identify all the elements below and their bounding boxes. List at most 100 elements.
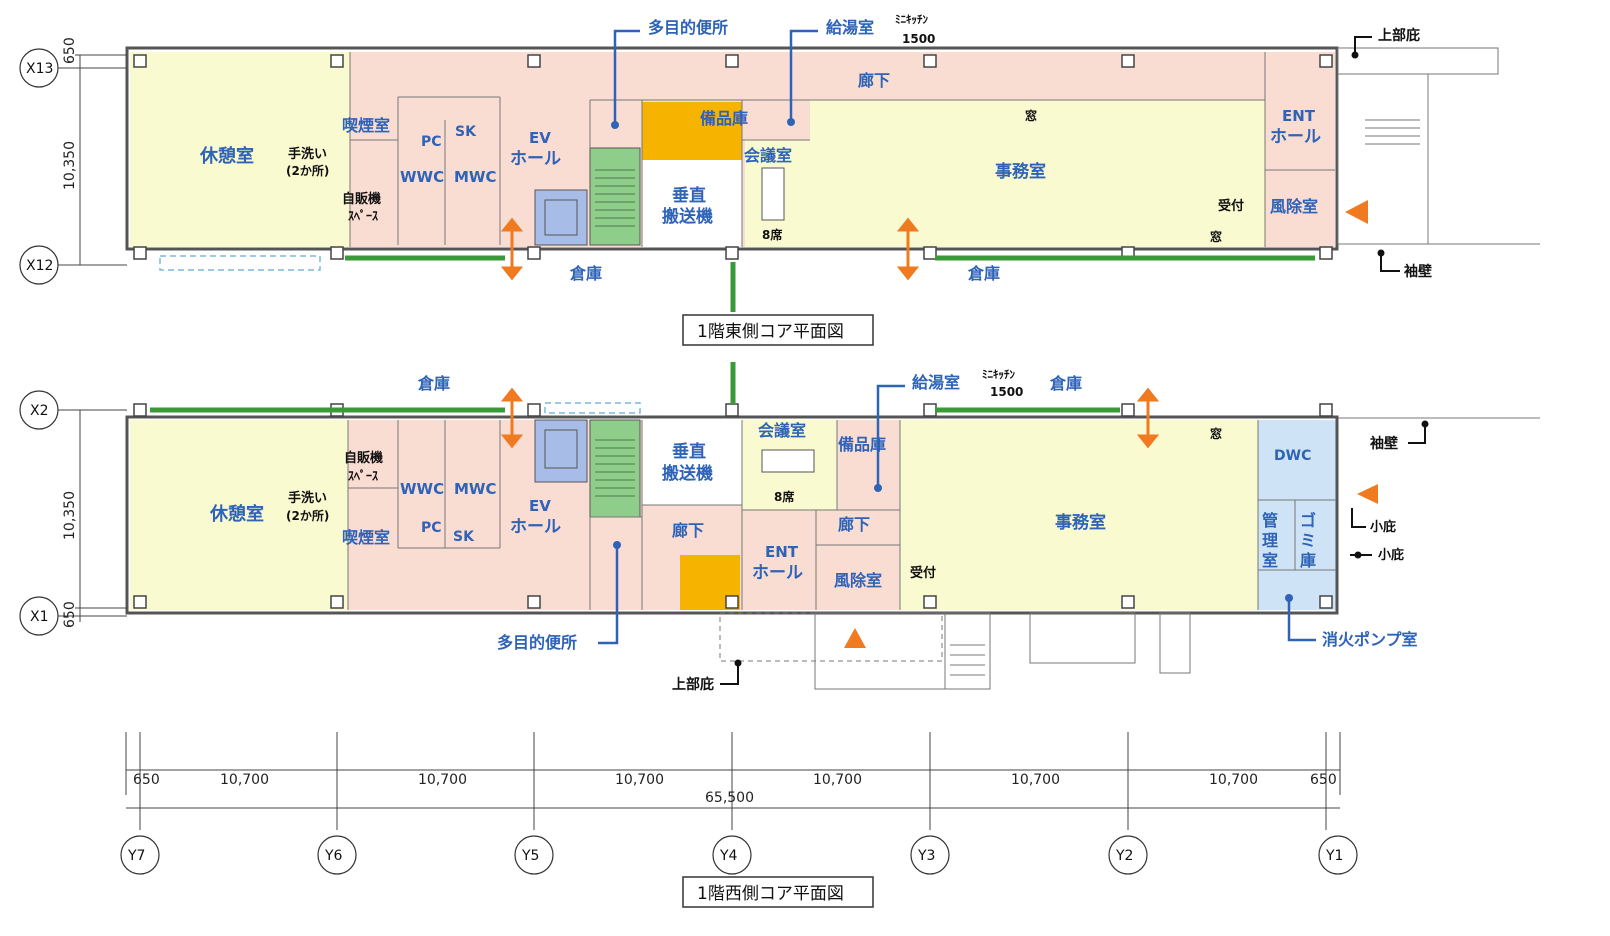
west-tamokuteki-callout: 多目的便所 — [497, 633, 577, 652]
east-ev-hall-label: ホール — [510, 149, 561, 169]
west-gomi-label-2: ミ — [1300, 531, 1316, 550]
west-kobisashi-dot-2 — [1354, 551, 1362, 559]
east-ev-car — [544, 199, 578, 236]
east-entrance-arrow-icon — [1345, 200, 1368, 224]
grid-bubble-y2 — [1108, 835, 1148, 875]
east-tearai-label: 手洗い — [288, 146, 327, 162]
west-roka-label-1: 廊下 — [672, 521, 704, 540]
dim-650-right: 650 — [1310, 772, 1337, 788]
west-jobu-dot — [734, 659, 742, 667]
east-jobu-callout: 上部庇 — [1378, 27, 1420, 44]
west-kyukei-label: 休憩室 — [209, 503, 264, 525]
west-entrance-arrow-icon — [844, 628, 866, 648]
west-jihanki-label: 自販機 — [344, 450, 383, 466]
east-kyukei-fill — [130, 52, 350, 247]
west-ev-hall-label: ホール — [510, 517, 561, 537]
east-wwc-label: WWC — [400, 168, 444, 186]
dim-span-2: 10,700 — [418, 772, 467, 788]
dim-span-1: 10,700 — [220, 772, 269, 788]
east-meeting-table — [761, 167, 785, 221]
west-ev-fill — [534, 419, 588, 483]
west-sk-label: SK — [453, 529, 475, 545]
dim-650-left: 650 — [133, 772, 160, 788]
west-suichoku-fill — [642, 420, 742, 505]
west-jobu-leader — [720, 663, 739, 685]
west-kanri-label-3: 室 — [1262, 551, 1278, 570]
west-caption: 1階西側コア平面図 — [697, 884, 844, 904]
west-sode-dot — [1421, 420, 1429, 428]
east-dashed-extension — [159, 255, 321, 271]
east-jihanki-label: 自販機 — [342, 191, 381, 207]
grid-bubble-x2 — [19, 390, 59, 430]
east-sode-leader — [1380, 253, 1400, 272]
grid-bubble-y3 — [910, 835, 950, 875]
grid-label-y3: Y3 — [917, 848, 935, 864]
east-ent-fill — [1265, 100, 1335, 247]
grid-bubble-y1 — [1318, 835, 1358, 875]
west-jobu-callout: 上部庇 — [672, 676, 714, 693]
east-bihin-label: 備品庫 — [700, 109, 748, 128]
west-caption-box — [682, 876, 874, 908]
west-core-plan: 倉庫 倉庫 休憩室 自販機 ｽﾍﾟｰｽ 手洗い (2か所) 喫煙室 WWC MW… — [125, 362, 1540, 908]
grid-lines: X13 X12 X2 X1 650 10,350 10,350 650 650 … — [19, 37, 1358, 875]
grid-label-y7: Y7 — [127, 848, 145, 864]
west-mini-label: ﾐﾆｷｯﾁﾝ — [982, 368, 1015, 381]
grid-label-x1: X1 — [30, 609, 49, 625]
west-ent-label: ENT — [765, 543, 799, 561]
west-shoka-leader — [1287, 598, 1316, 642]
east-ev-label: EV — [529, 129, 551, 147]
west-space-label: ｽﾍﾟｰｽ — [348, 468, 378, 483]
grid-bubble-x13 — [19, 48, 59, 88]
west-bihin-fill — [837, 420, 900, 510]
east-uketsuke-label: 受付 — [1218, 198, 1244, 214]
east-mini-label: ﾐﾆｷｯﾁﾝ — [895, 13, 928, 26]
west-mwc-label: MWC — [454, 480, 496, 498]
east-souko-label-1: 倉庫 — [569, 264, 602, 283]
grid-label-x12: X12 — [26, 258, 53, 274]
dim-depth-west: 10,350 — [62, 491, 78, 540]
east-sk-label: SK — [455, 124, 477, 140]
east-kyuto-leader — [789, 29, 818, 122]
east-stair-fill — [589, 147, 641, 246]
west-columns — [133, 403, 1333, 609]
west-dashed-extension — [544, 402, 641, 414]
west-tearai-label: 手洗い — [288, 490, 327, 506]
east-ev-fill — [534, 189, 588, 246]
west-suichoku-label-2: 搬送機 — [662, 463, 713, 484]
east-sode-callout: 袖壁 — [1404, 263, 1432, 280]
west-stair-treads — [595, 439, 635, 497]
dim-650-west: 650 — [62, 601, 78, 628]
west-side-arrow-icon — [1357, 484, 1378, 504]
dim-total: 65,500 — [705, 790, 754, 806]
east-tamokuteki-dot — [611, 121, 619, 129]
east-suichoku-label-2: 搬送機 — [662, 206, 713, 227]
west-gomi-label-3: 庫 — [1300, 551, 1316, 570]
west-tamokuteki-dot — [613, 541, 621, 549]
dim-650-east: 650 — [62, 37, 78, 64]
east-pc-label: PC — [421, 134, 442, 150]
east-caption-box — [682, 314, 874, 346]
east-jimu-label: 事務室 — [995, 161, 1046, 182]
east-ent-hall-label: ホール — [1270, 127, 1321, 147]
grid-bubble-y7 — [120, 835, 160, 875]
west-green-walls — [150, 362, 1120, 413]
grid-bubble-x12 — [19, 245, 59, 285]
east-kaigi-label: 会議室 — [744, 146, 792, 165]
east-mwc-label: MWC — [454, 168, 496, 186]
east-orange-fill — [642, 102, 742, 160]
east-columns — [133, 54, 1333, 260]
west-gomi-label-1: ゴ — [1300, 511, 1316, 530]
east-space-label: ｽﾍﾟｰｽ — [348, 208, 378, 223]
east-fujo-label: 風除室 — [1270, 197, 1318, 216]
west-mini-size: 1500 — [990, 385, 1023, 399]
east-move-arrows — [500, 217, 920, 281]
east-green-walls — [345, 255, 1315, 312]
east-partitions — [349, 52, 1335, 247]
west-jimu-label: 事務室 — [1055, 512, 1106, 533]
west-wwc-label: WWC — [400, 480, 444, 498]
west-service-fill — [1258, 420, 1336, 610]
west-kaigi-label: 会議室 — [758, 421, 806, 440]
grid-bubble-y4 — [712, 835, 752, 875]
dim-span-4: 10,700 — [813, 772, 862, 788]
east-suichoku-fill — [642, 160, 742, 247]
